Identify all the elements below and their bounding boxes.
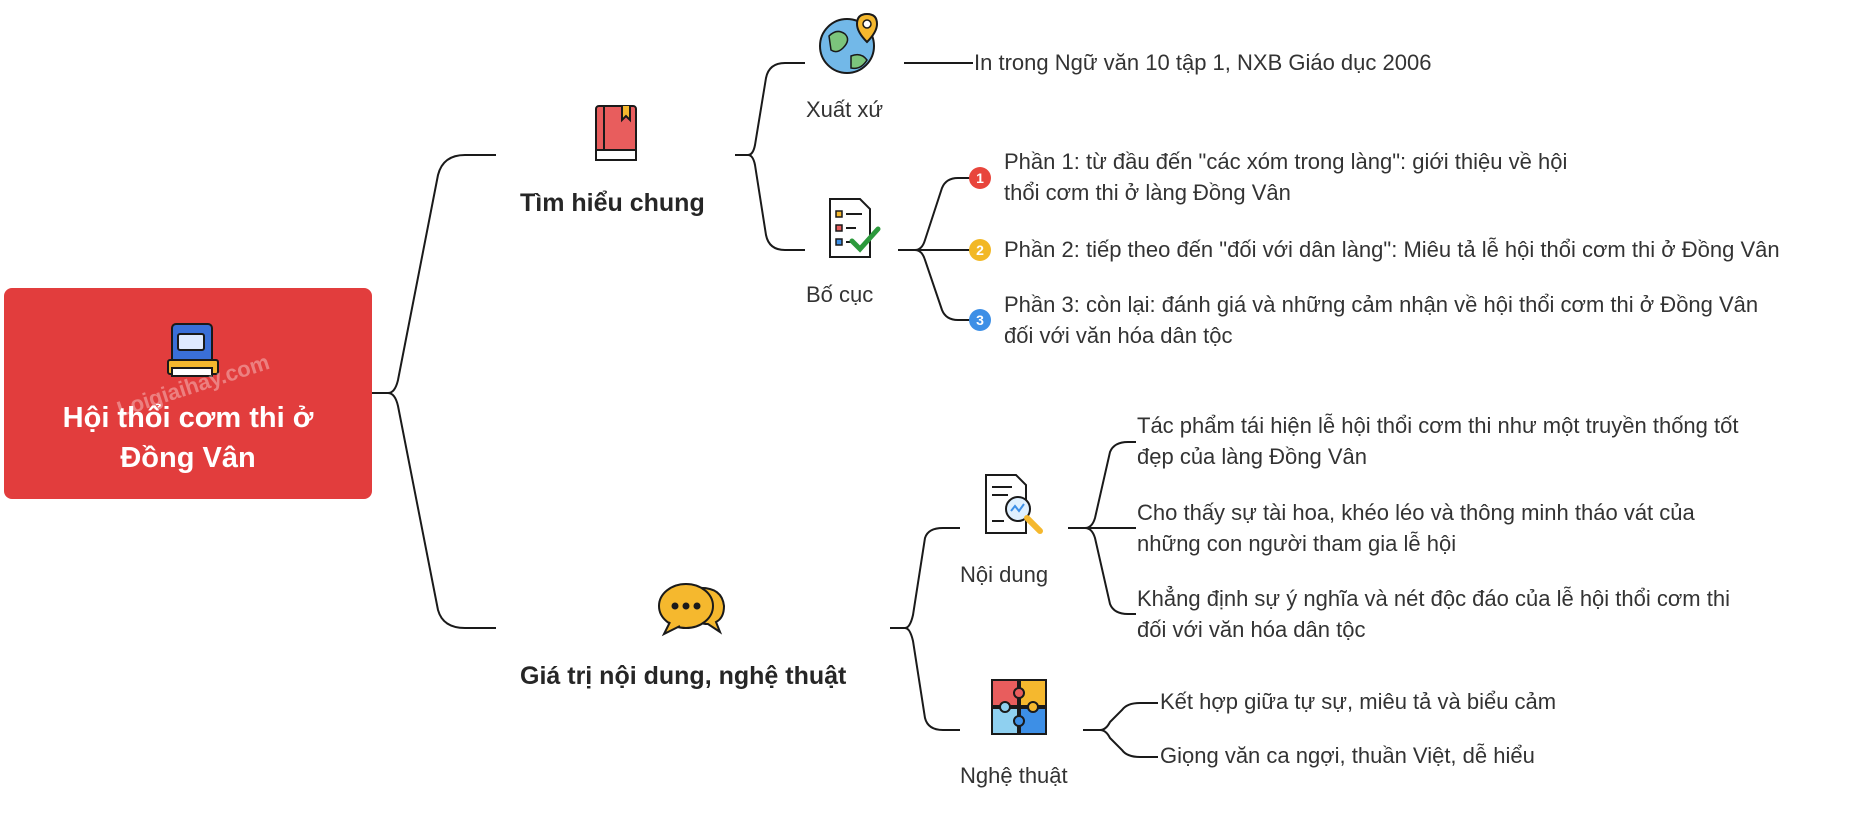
part3-text: Phần 3: còn lại: đánh giá và những cảm n… — [1004, 289, 1758, 351]
origin-label: Xuất xứ — [806, 97, 884, 122]
connector-content-item1 — [1068, 441, 1136, 529]
connector-root-general — [372, 154, 496, 394]
checklist-icon — [829, 198, 881, 258]
content-item1-line1: Tác phẩm tái hiện lễ hội thổi cơm thi nh… — [1137, 413, 1739, 438]
globe-pin-icon — [819, 12, 879, 74]
part1-line1: Phần 1: từ đầu đến "các xóm trong làng":… — [1004, 149, 1568, 174]
root-title-line1: Hội thổi cơm thi ở — [62, 402, 314, 434]
content-item2-line1: Cho thấy sự tài hoa, khéo léo và thông m… — [1137, 500, 1695, 525]
part3-badge: 3 — [969, 309, 991, 331]
document-magnifier-icon — [985, 474, 1043, 534]
connector-general-origin — [735, 62, 805, 156]
root-title-line2: Đồng Vân — [120, 442, 256, 474]
connector-value-content — [890, 527, 960, 629]
content-item1: Tác phẩm tái hiện lễ hội thổi cơm thi nh… — [1137, 410, 1738, 472]
content-item2: Cho thấy sự tài hoa, khéo léo và thông m… — [1137, 497, 1695, 559]
part2-text: Phần 2: tiếp theo đến "đối với dân làng"… — [1004, 237, 1780, 262]
connector-art-item1 — [1083, 702, 1158, 731]
connector-art-item2 — [1099, 729, 1158, 758]
puzzle-icon — [991, 679, 1047, 735]
content-item2-line2: những con người tham gia lễ hội — [1137, 531, 1457, 556]
part1-text: Phần 1: từ đầu đến "các xóm trong làng":… — [1004, 146, 1567, 208]
chat-bubbles-icon — [658, 583, 726, 637]
origin-text: In trong Ngữ văn 10 tập 1, NXB Giáo dục … — [974, 50, 1432, 75]
content-item1-line2: đẹp của làng Đồng Vân — [1137, 444, 1367, 469]
connector-root-value — [387, 392, 496, 629]
content-item3-line1: Khẳng định sự ý nghĩa và nét độc đáo của… — [1137, 586, 1730, 611]
part2-badge: 2 — [969, 239, 991, 261]
part1-badge: 1 — [969, 167, 991, 189]
layout-label: Bố cục — [806, 282, 874, 307]
part3-line2: đối với văn hóa dân tộc — [1004, 323, 1233, 348]
branch-value-label: Giá trị nội dung, nghệ thuật — [520, 662, 847, 690]
red-book-icon — [595, 105, 637, 161]
connector-general-layout — [747, 154, 805, 251]
root-title: Hội thổi cơm thi ở Đồng Vân — [4, 398, 372, 478]
book-icon — [167, 323, 219, 377]
connector-value-art — [904, 627, 960, 731]
part1-line2: thổi cơm thi ở làng Đồng Vân — [1004, 180, 1291, 205]
connector-layout-part3 — [914, 249, 972, 321]
content-label: Nội dung — [960, 562, 1049, 587]
root-node: Loigiaihay.com Hội thổi cơm thi ở Đồng V… — [4, 288, 372, 499]
art-item2: Giọng văn ca ngợi, thuần Việt, dễ hiểu — [1160, 743, 1535, 768]
art-label: Nghệ thuật — [960, 763, 1068, 788]
art-item1: Kết hợp giữa tự sự, miêu tả và biểu cảm — [1160, 689, 1557, 714]
branch-general-label: Tìm hiểu chung — [520, 189, 705, 217]
connector-content-item3 — [1084, 527, 1136, 615]
content-item3: Khẳng định sự ý nghĩa và nét độc đáo của… — [1137, 583, 1730, 645]
part3-line1: Phần 3: còn lại: đánh giá và những cảm n… — [1004, 292, 1759, 317]
connector-layout-part1 — [898, 177, 972, 251]
content-item3-line2: đối với văn hóa dân tộc — [1137, 617, 1366, 642]
